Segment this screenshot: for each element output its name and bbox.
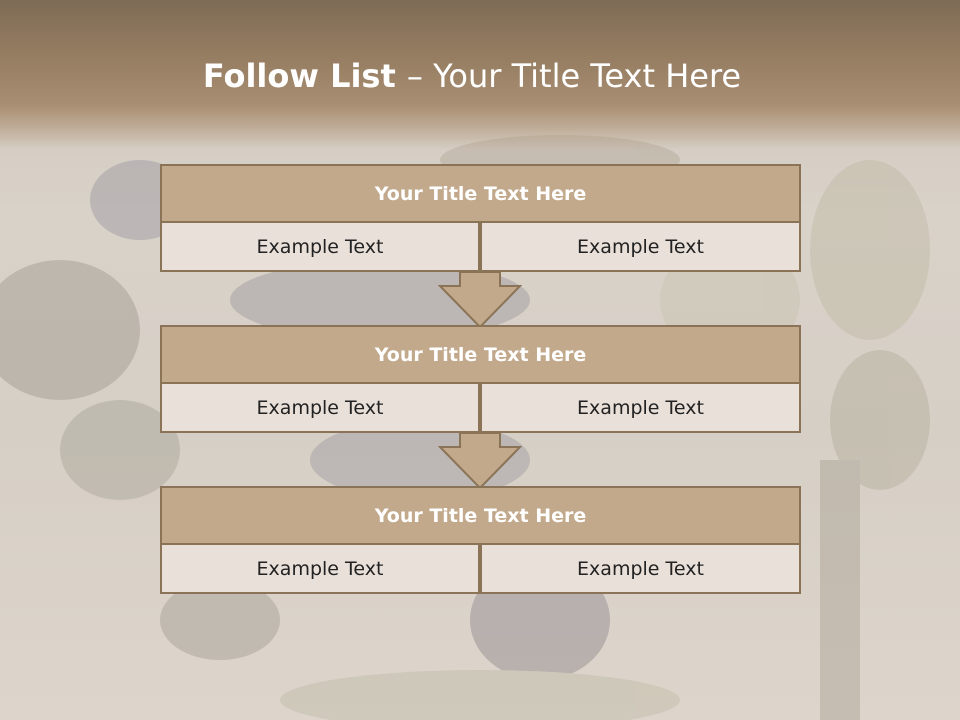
- list-block-2: Your Title Text Here Example Text Exampl…: [160, 325, 801, 433]
- block-cell-right: Example Text: [480, 382, 801, 433]
- block-cell-left: Example Text: [160, 221, 480, 272]
- block-cell-left: Example Text: [160, 543, 480, 594]
- title-rest: – Your Title Text Here: [406, 57, 742, 95]
- block-cell-right: Example Text: [480, 221, 801, 272]
- title-bold: Follow List: [202, 57, 407, 95]
- block-cell-right: Example Text: [480, 543, 801, 594]
- header-band: [0, 0, 960, 150]
- block-title: Your Title Text Here: [160, 325, 801, 384]
- list-block-1: Your Title Text Here Example Text Exampl…: [160, 164, 801, 272]
- block-title: Your Title Text Here: [160, 486, 801, 545]
- block-cell-left: Example Text: [160, 382, 480, 433]
- down-arrow-icon: [438, 432, 522, 490]
- list-block-3: Your Title Text Here Example Text Exampl…: [160, 486, 801, 594]
- down-arrow-icon: [438, 271, 522, 329]
- page-title: Follow List – Your Title Text Here: [0, 56, 944, 96]
- block-title: Your Title Text Here: [160, 164, 801, 223]
